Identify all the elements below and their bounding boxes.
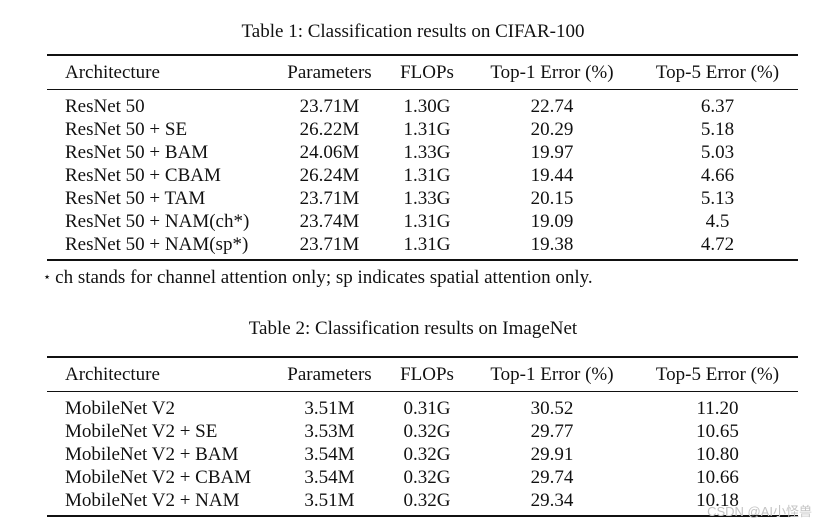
watermark: CSDN @AI小怪兽 xyxy=(707,504,812,519)
architecture-cell: ResNet 50 + SE xyxy=(65,119,188,140)
flops-cell: 1.31G xyxy=(403,165,451,186)
flops-cell: 1.31G xyxy=(403,119,451,140)
top5-error-cell: 6.37 xyxy=(700,96,735,117)
architecture-cell: MobileNet V2 + SE xyxy=(65,421,218,442)
table2-header-parameters: Parameters xyxy=(287,364,372,385)
flops-cell: 1.33G xyxy=(403,142,451,163)
table-row: ResNet 50 + NAM(ch*) 23.74M 1.31G 19.09 … xyxy=(47,210,798,233)
architecture-cell: ResNet 50 + NAM(sp*) xyxy=(65,234,249,255)
table-row: MobileNet V2 + NAM 3.51M 0.32G 29.34 10.… xyxy=(47,489,798,516)
parameters-cell: 24.06M xyxy=(299,142,360,163)
architecture-cell: ResNet 50 + BAM xyxy=(65,142,209,163)
table2-header-architecture: Architecture xyxy=(65,364,160,385)
table1-header-flops: FLOPs xyxy=(400,62,454,83)
table-row: MobileNet V2 + SE 3.53M 0.32G 29.77 10.6… xyxy=(47,420,798,443)
parameters-cell: 26.22M xyxy=(299,119,360,140)
top1-error-cell: 20.29 xyxy=(530,119,574,140)
parameters-cell: 23.71M xyxy=(299,96,360,117)
top1-error-cell: 29.77 xyxy=(530,421,574,442)
parameters-cell: 3.54M xyxy=(304,467,355,488)
flops-cell: 1.31G xyxy=(403,234,451,255)
flops-cell: 0.32G xyxy=(403,490,451,511)
table2-header-top1-error: Top-1 Error (%) xyxy=(490,364,614,385)
top1-error-cell: 19.97 xyxy=(530,142,574,163)
top5-error-cell: 5.03 xyxy=(700,142,735,163)
top5-error-cell: 10.18 xyxy=(696,490,739,511)
parameters-cell: 3.54M xyxy=(304,444,355,465)
top1-error-cell: 29.74 xyxy=(530,467,574,488)
parameters-cell: 3.51M xyxy=(304,490,355,511)
table2-imagenet-results: Architecture Parameters FLOPs Top-1 Erro… xyxy=(47,356,798,517)
table2-caption: Table 2: Classification results on Image… xyxy=(248,318,578,339)
table-row: ResNet 50 23.71M 1.30G 22.74 6.37 xyxy=(47,90,798,119)
table-row: MobileNet V2 + BAM 3.54M 0.32G 29.91 10.… xyxy=(47,443,798,466)
flops-cell: 0.32G xyxy=(403,421,451,442)
footnote-text: ch stands for channel attention only; sp… xyxy=(55,267,593,288)
parameters-cell: 23.71M xyxy=(299,188,360,209)
top1-error-cell: 30.52 xyxy=(530,398,574,419)
flops-cell: 0.32G xyxy=(403,444,451,465)
top5-error-cell: 4.72 xyxy=(700,234,735,255)
table1-caption: Table 1: Classification results on CIFAR… xyxy=(241,21,585,42)
flops-cell: 0.31G xyxy=(403,398,451,419)
top5-error-cell: 5.13 xyxy=(700,188,735,209)
architecture-cell: ResNet 50 xyxy=(65,96,145,117)
parameters-cell: 23.74M xyxy=(299,211,360,232)
parameters-cell: 3.53M xyxy=(304,421,355,442)
top5-error-cell: 4.5 xyxy=(705,211,730,232)
top1-error-cell: 29.91 xyxy=(530,444,574,465)
table-row: MobileNet V2 3.51M 0.31G 30.52 11.20 xyxy=(47,392,798,421)
top1-error-cell: 20.15 xyxy=(530,188,574,209)
architecture-cell: MobileNet V2 xyxy=(65,398,175,419)
flops-cell: 1.31G xyxy=(403,211,451,232)
table1-header-top1-error: Top-1 Error (%) xyxy=(490,62,614,83)
top1-error-cell: 19.44 xyxy=(530,165,574,186)
table1-header-top5-error: Top-5 Error (%) xyxy=(655,62,780,83)
top5-error-cell: 10.66 xyxy=(696,467,739,488)
top1-error-cell: 22.74 xyxy=(530,96,574,117)
table1-header-architecture: Architecture xyxy=(65,62,160,83)
table1-footnote: ⋆ch stands for channel attention only; s… xyxy=(43,265,593,290)
table2-header-row: Architecture Parameters FLOPs Top-1 Erro… xyxy=(47,357,798,392)
top5-error-cell: 11.20 xyxy=(696,398,739,419)
top5-error-cell: 4.66 xyxy=(700,165,735,186)
table-row: ResNet 50 + TAM 23.71M 1.33G 20.15 5.13 xyxy=(47,187,798,210)
table-row: MobileNet V2 + CBAM 3.54M 0.32G 29.74 10… xyxy=(47,466,798,489)
top5-error-cell: 10.80 xyxy=(696,444,739,465)
table1-cifar100-results: Architecture Parameters FLOPs Top-1 Erro… xyxy=(47,54,798,261)
top5-error-cell: 5.18 xyxy=(700,119,735,140)
architecture-cell: ResNet 50 + TAM xyxy=(65,188,206,209)
flops-cell: 1.33G xyxy=(403,188,451,209)
table-row: ResNet 50 + NAM(sp*) 23.71M 1.31G 19.38 … xyxy=(47,233,798,260)
flops-cell: 0.32G xyxy=(403,467,451,488)
top1-error-cell: 29.34 xyxy=(530,490,574,511)
top1-error-cell: 19.09 xyxy=(530,211,574,232)
parameters-cell: 23.71M xyxy=(299,234,360,255)
parameters-cell: 26.24M xyxy=(299,165,360,186)
architecture-cell: MobileNet V2 + NAM xyxy=(65,490,240,511)
table1-header-row: Architecture Parameters FLOPs Top-1 Erro… xyxy=(47,55,798,90)
star-icon: ⋆ xyxy=(43,269,52,284)
architecture-cell: MobileNet V2 + CBAM xyxy=(65,467,252,488)
table2-header-flops: FLOPs xyxy=(400,364,454,385)
top5-error-cell: 10.65 xyxy=(696,421,739,442)
parameters-cell: 3.51M xyxy=(304,398,355,419)
architecture-cell: ResNet 50 + NAM(ch*) xyxy=(65,211,250,232)
architecture-cell: MobileNet V2 + BAM xyxy=(65,444,239,465)
architecture-cell: ResNet 50 + CBAM xyxy=(65,165,221,186)
table-row: ResNet 50 + CBAM 26.24M 1.31G 19.44 4.66 xyxy=(47,164,798,187)
table2-header-top5-error: Top-5 Error (%) xyxy=(655,364,780,385)
table-row: ResNet 50 + SE 26.22M 1.31G 20.29 5.18 xyxy=(47,118,798,141)
table-row: ResNet 50 + BAM 24.06M 1.33G 19.97 5.03 xyxy=(47,141,798,164)
table1-header-parameters: Parameters xyxy=(287,62,372,83)
top1-error-cell: 19.38 xyxy=(530,234,574,255)
flops-cell: 1.30G xyxy=(403,96,451,117)
